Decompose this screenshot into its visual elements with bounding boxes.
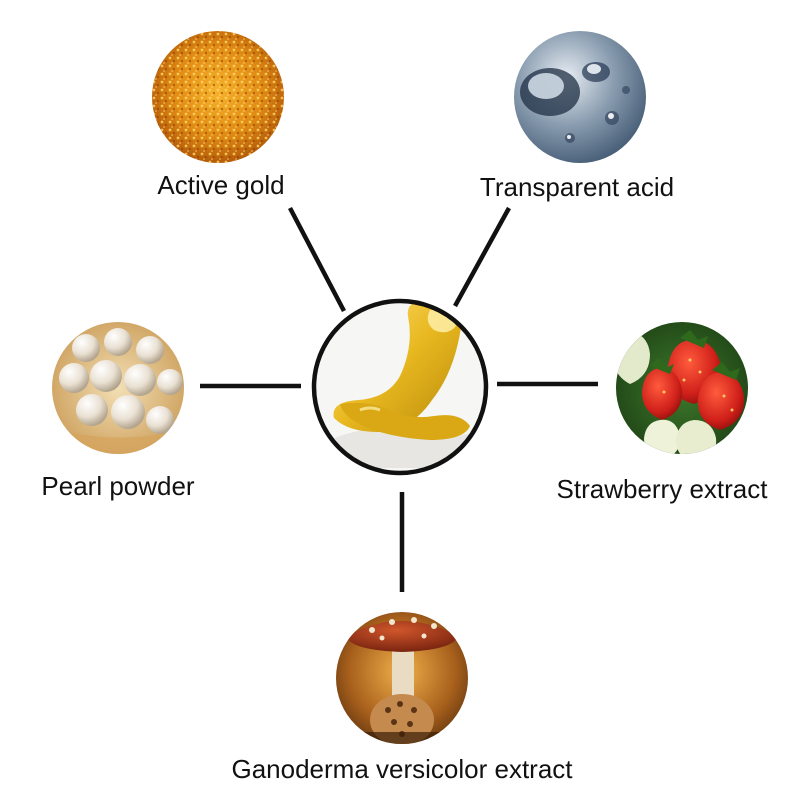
gold-gel-center-image [311,298,489,476]
transparent-acid-image [514,31,646,163]
label-ganoderma-extract: Ganoderma versicolor extract [231,754,573,784]
connector-transparent-acid [453,206,511,308]
active-gold-image [152,31,284,163]
connector-lines [200,206,598,592]
connector-active-gold [288,206,346,313]
label-active-gold: Active gold [157,170,285,200]
label-strawberry-extract: Strawberry extract [556,474,768,504]
label-transparent-acid: Transparent acid [479,172,675,202]
pearl-powder-image [52,322,184,454]
label-pearl-powder: Pearl powder [41,471,195,501]
ganoderma-extract-image [336,612,468,744]
strawberry-extract-image [616,322,748,454]
